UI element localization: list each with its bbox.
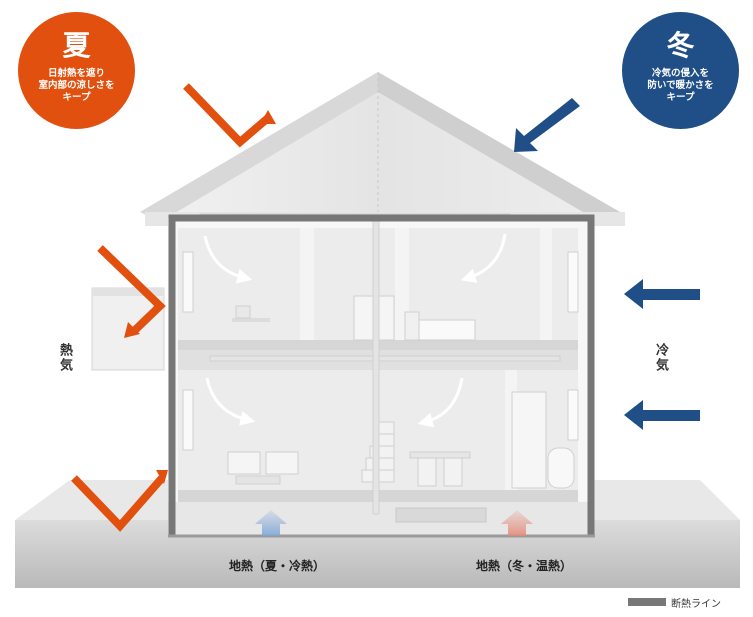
- insulation-line-swatch: [628, 598, 666, 606]
- winter-description: 冷気の侵入を 防いで暖かさを キープ: [647, 68, 714, 103]
- ground-heat-winter-label: 地熱（冬・温熱）: [476, 559, 573, 573]
- ground-heat-arrows: [255, 510, 533, 536]
- summer-arrows: [71, 83, 271, 532]
- ground-heat-summer-label: 地熱（夏・冷熱）: [229, 559, 326, 573]
- heat-label: 熱気: [57, 343, 72, 373]
- house-body: [168, 213, 588, 536]
- roof: [140, 72, 625, 226]
- cold-label: 冷気: [653, 343, 668, 373]
- winter-title: 冬: [666, 29, 695, 62]
- summer-description: 日射熱を遮り 室内部の涼しさを キープ: [38, 68, 115, 103]
- air-flow-arrows: [203, 233, 507, 428]
- legend: 断熱ライン: [628, 596, 721, 610]
- summer-badge: 夏 日射熱を遮り 室内部の涼しさを キープ: [18, 12, 135, 129]
- insulation-line-label: 断熱ライン: [671, 598, 721, 610]
- winter-badge: 冬 冷気の侵入を 防いで暖かさを キープ: [622, 12, 739, 129]
- winter-arrows: [514, 98, 700, 430]
- summer-title: 夏: [62, 29, 91, 62]
- insulation-line: [168, 214, 595, 536]
